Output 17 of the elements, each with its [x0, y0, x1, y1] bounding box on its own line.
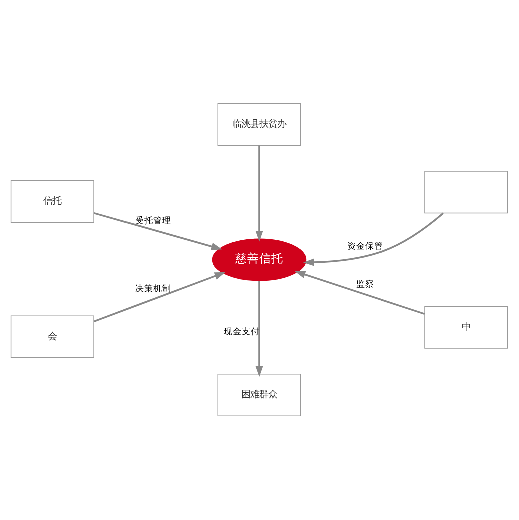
node-box: [424, 171, 508, 214]
edge-label: 监察: [356, 280, 375, 290]
edge-label: 决策机制: [135, 284, 172, 294]
arrow: [303, 212, 444, 266]
node-box: 信托: [10, 180, 94, 223]
edge-label: 现金支付: [224, 328, 260, 338]
arrow: [94, 212, 222, 250]
node-box: 中: [424, 306, 508, 349]
edge-label: 受托管理: [135, 216, 172, 227]
arrow: [256, 281, 264, 378]
node-box: 困难群众: [218, 374, 302, 416]
node-box: 临洮县扶贫办: [218, 104, 302, 146]
arrow: [256, 146, 264, 242]
edge-label: 资金保管: [348, 242, 384, 252]
arrow: [94, 272, 226, 323]
node-box: 会: [10, 316, 94, 358]
arrow: [294, 271, 426, 316]
